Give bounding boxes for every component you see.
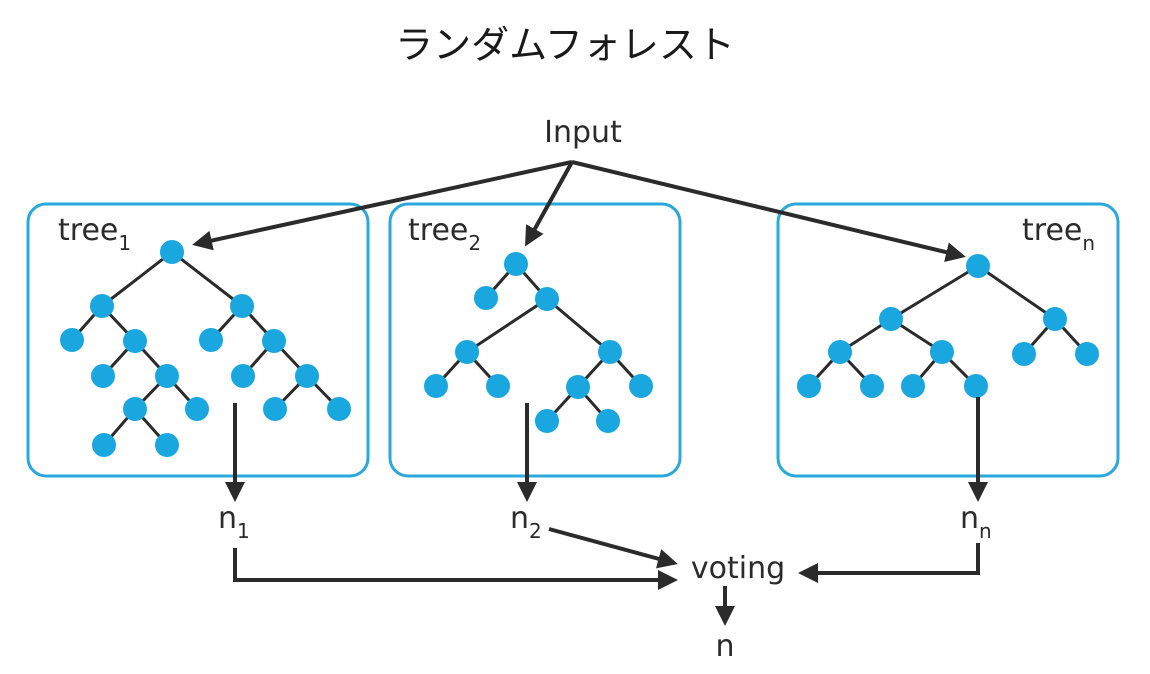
result-label: n [715,629,734,664]
tree-node [535,409,559,433]
tree-node [231,364,255,388]
tree-node [486,374,510,398]
tree-node [535,287,559,311]
tree-2-nodes [424,252,653,433]
tree-n-nodes [797,254,1099,398]
tree-node [90,294,114,318]
tree-node [295,364,319,388]
tree-node [327,397,351,421]
tree-node [123,329,147,353]
tree-node [964,374,988,398]
tree-node [424,374,448,398]
input-arrow-tree-2 [525,161,574,247]
diagram-title: ランダムフォレスト [395,23,735,67]
tree-node [91,364,115,388]
tree-1-label: tree1 [58,213,131,255]
tree-node [60,328,84,352]
input-arrow-tree-1 [192,160,573,251]
tree-node [455,340,479,364]
tree-node [263,397,287,421]
tree-node [598,340,622,364]
output-n-label: nn [960,501,992,543]
tree-node [879,307,903,331]
voting-label: voting [691,551,785,586]
tree-node [596,409,620,433]
output-2-to-voting-arrow [548,527,678,569]
tree-node [966,254,990,278]
tree-node [199,328,223,352]
tree-2-label: tree2 [408,213,481,255]
tree-node [185,397,209,421]
tree-node [160,240,184,264]
tree-node [797,374,821,398]
tree-node [860,374,884,398]
tree-node [901,374,925,398]
input-label: Input [544,115,622,150]
tree-node [230,294,254,318]
tree-node [1012,342,1036,366]
tree-n-label: treen [1022,213,1095,255]
tree-n-box [776,202,1120,478]
tree-node [262,329,286,353]
tree-1-box [26,202,370,478]
tree-node [92,433,116,457]
tree-node [1043,307,1067,331]
tree-node [828,340,852,364]
tree-node [566,375,590,399]
tree-node [504,252,528,276]
tree-node [123,397,147,421]
tree-node [629,374,653,398]
tree-node [930,340,954,364]
input-arrow-tree-n [571,160,966,262]
tree-node [1075,342,1099,366]
output-2-label: n2 [510,501,542,543]
tree-node [155,364,179,388]
tree-2-box [388,202,682,478]
output-1-to-voting-arrow [233,548,678,590]
tree-node [474,286,498,310]
output-n-to-voting-arrow [798,543,980,583]
tree-node [155,433,179,457]
tree-1-nodes [60,240,351,457]
output-1-label: n1 [218,501,250,543]
